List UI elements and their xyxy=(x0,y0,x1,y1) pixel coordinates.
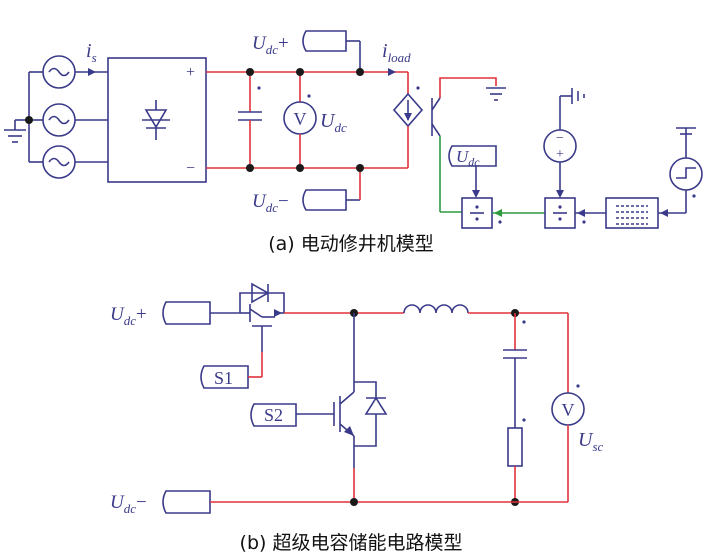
svg-text:+: + xyxy=(556,147,564,162)
udc-tag-a: Udc xyxy=(448,145,497,198)
controlled-current-source xyxy=(392,72,424,168)
igbt-top xyxy=(239,282,285,352)
dc-voltmeter: V Udc xyxy=(283,72,347,168)
rectifier-minus: − xyxy=(186,160,195,177)
current-is-label: is xyxy=(86,40,97,65)
neutral-node xyxy=(25,116,33,124)
svg-text:−: − xyxy=(556,131,564,146)
dc-voltage-source: − + xyxy=(543,88,585,198)
divider-block-1 xyxy=(461,197,493,229)
rectifier-plus: + xyxy=(186,64,195,81)
signal-source xyxy=(669,127,703,213)
s1-tag: S1 xyxy=(200,352,263,389)
svg-text:Udc+: Udc+ xyxy=(252,33,289,57)
sc-voltmeter-v: V xyxy=(562,400,575,420)
dc-voltmeter-label: Udc xyxy=(320,110,347,135)
divider-block-2 xyxy=(544,197,576,229)
ground-left xyxy=(4,119,29,143)
current-iload-label: iload xyxy=(382,40,411,65)
supercapacitor xyxy=(503,313,527,428)
svg-text:Udc: Udc xyxy=(456,147,480,169)
current-arrow-iload xyxy=(388,68,396,76)
svg-text:Udc−: Udc− xyxy=(110,492,147,516)
svg-text:Udc−: Udc− xyxy=(252,191,289,215)
ac-source-1 xyxy=(42,55,76,89)
s2-label: S2 xyxy=(264,405,283,425)
udc-minus-tag-b: Udc− xyxy=(110,490,211,516)
svg-text:Udc+: Udc+ xyxy=(110,304,147,328)
ground-right xyxy=(486,87,506,101)
current-arrow-is xyxy=(88,68,96,76)
udc-plus-tag-b: Udc+ xyxy=(110,301,211,328)
inductor xyxy=(403,304,469,314)
udc-plus-tag-a: Udc+ xyxy=(252,30,361,72)
igbt-bottom xyxy=(333,381,388,468)
lookup-table-block xyxy=(605,197,659,229)
sc-voltmeter: V Usc xyxy=(551,313,604,502)
load-transistor xyxy=(431,77,497,213)
series-resistor xyxy=(507,418,526,502)
figure-a: is + − V Udc xyxy=(4,30,703,255)
ac-source-2 xyxy=(42,103,76,137)
s2-tag: S2 xyxy=(250,403,334,427)
rectifier-block: + − xyxy=(107,57,207,183)
dc-voltmeter-v: V xyxy=(294,109,307,129)
figure-b: Udc+ S1 xyxy=(110,282,604,554)
udc-minus-tag-a: Udc− xyxy=(252,168,361,215)
s1-label: S1 xyxy=(214,368,233,388)
dc-link-capacitor xyxy=(238,72,262,168)
usc-label: Usc xyxy=(578,429,604,454)
ac-source-3 xyxy=(42,145,76,179)
caption-b: (b) 超级电容储能电路模型 xyxy=(240,532,463,554)
caption-a: (a) 电动修井机模型 xyxy=(268,233,434,255)
